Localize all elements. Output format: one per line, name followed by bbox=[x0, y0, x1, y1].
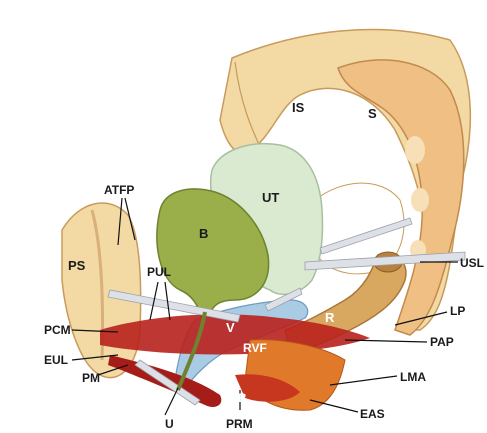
sacral-foramen bbox=[405, 136, 425, 164]
label-pap: PAP bbox=[430, 335, 454, 349]
label-is: IS bbox=[292, 100, 305, 115]
label-usl: USL bbox=[460, 256, 484, 270]
label-b: B bbox=[199, 226, 208, 241]
label-pcm: PCM bbox=[44, 323, 71, 337]
leader-u bbox=[165, 388, 178, 415]
label-pb: PB bbox=[230, 391, 247, 405]
label-pm: PM bbox=[82, 371, 100, 385]
label-eul: EUL bbox=[44, 353, 68, 367]
label-eas: EAS bbox=[360, 407, 385, 421]
label-rvf: RVF bbox=[243, 341, 267, 355]
label-s: S bbox=[368, 106, 377, 121]
label-pul: PUL bbox=[147, 265, 171, 279]
label-r: R bbox=[325, 310, 335, 325]
label-v: V bbox=[226, 320, 235, 335]
label-ps: PS bbox=[68, 258, 86, 273]
label-atfp: ATFP bbox=[104, 183, 134, 197]
label-lp: LP bbox=[450, 304, 465, 318]
label-lma: LMA bbox=[400, 370, 426, 384]
label-ut: UT bbox=[262, 190, 279, 205]
sacral-foramen bbox=[411, 188, 429, 212]
label-u: U bbox=[165, 417, 174, 431]
label-prm: PRM bbox=[226, 417, 253, 431]
